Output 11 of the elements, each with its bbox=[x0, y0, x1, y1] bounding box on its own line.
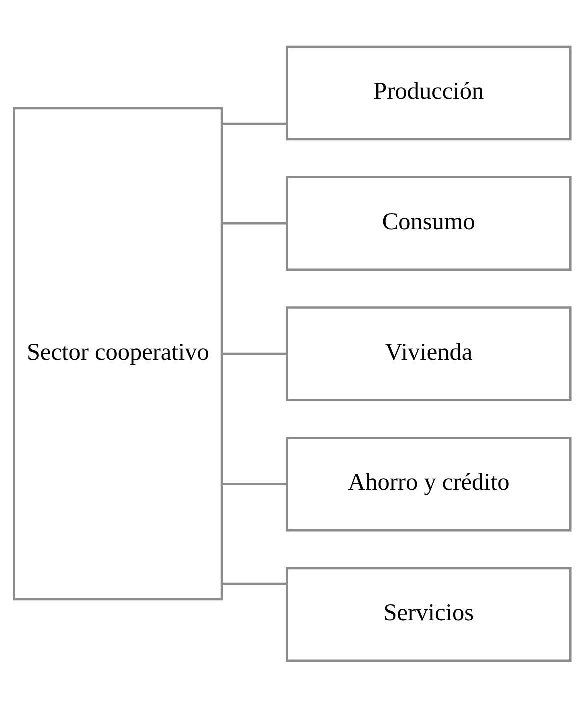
node-box: Producción bbox=[286, 46, 572, 141]
node-box: Servicios bbox=[286, 567, 572, 662]
node-box: Ahorro y crédito bbox=[286, 436, 572, 532]
node-box: Consumo bbox=[286, 176, 572, 272]
node-box: Vivienda bbox=[286, 306, 572, 402]
connector bbox=[222, 582, 287, 586]
connector bbox=[222, 483, 287, 486]
connector bbox=[222, 122, 287, 126]
node-box: Sector cooperativo bbox=[13, 107, 224, 601]
connector bbox=[222, 352, 287, 356]
connector bbox=[222, 222, 287, 225]
